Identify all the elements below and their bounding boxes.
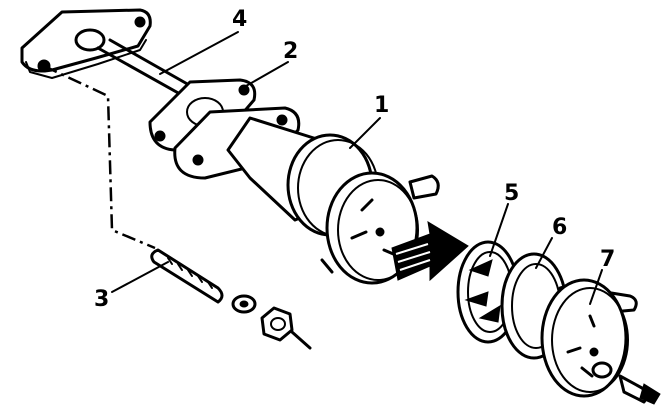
direction-arrow [391, 221, 469, 282]
callout-stud-bolt: 3 [94, 287, 109, 312]
callout-pump-cover: 7 [600, 247, 615, 272]
callout-pushrod: 4 [232, 7, 247, 32]
mounting-flange [20, 8, 152, 79]
callout-flange-gasket: 2 [283, 39, 298, 64]
stud-nut [260, 306, 312, 350]
callout-pump-body: 1 [374, 93, 389, 118]
stud-washer [231, 294, 257, 314]
callout-diaphragm: 5 [504, 181, 519, 206]
callout-cover-gasket: 6 [552, 215, 567, 240]
pump-body [173, 106, 440, 285]
stud-bolt [150, 248, 224, 304]
leader-lines [111, 31, 603, 305]
alignment-line [43, 64, 156, 250]
flange-gasket [148, 78, 257, 152]
pump-cover [540, 278, 661, 405]
